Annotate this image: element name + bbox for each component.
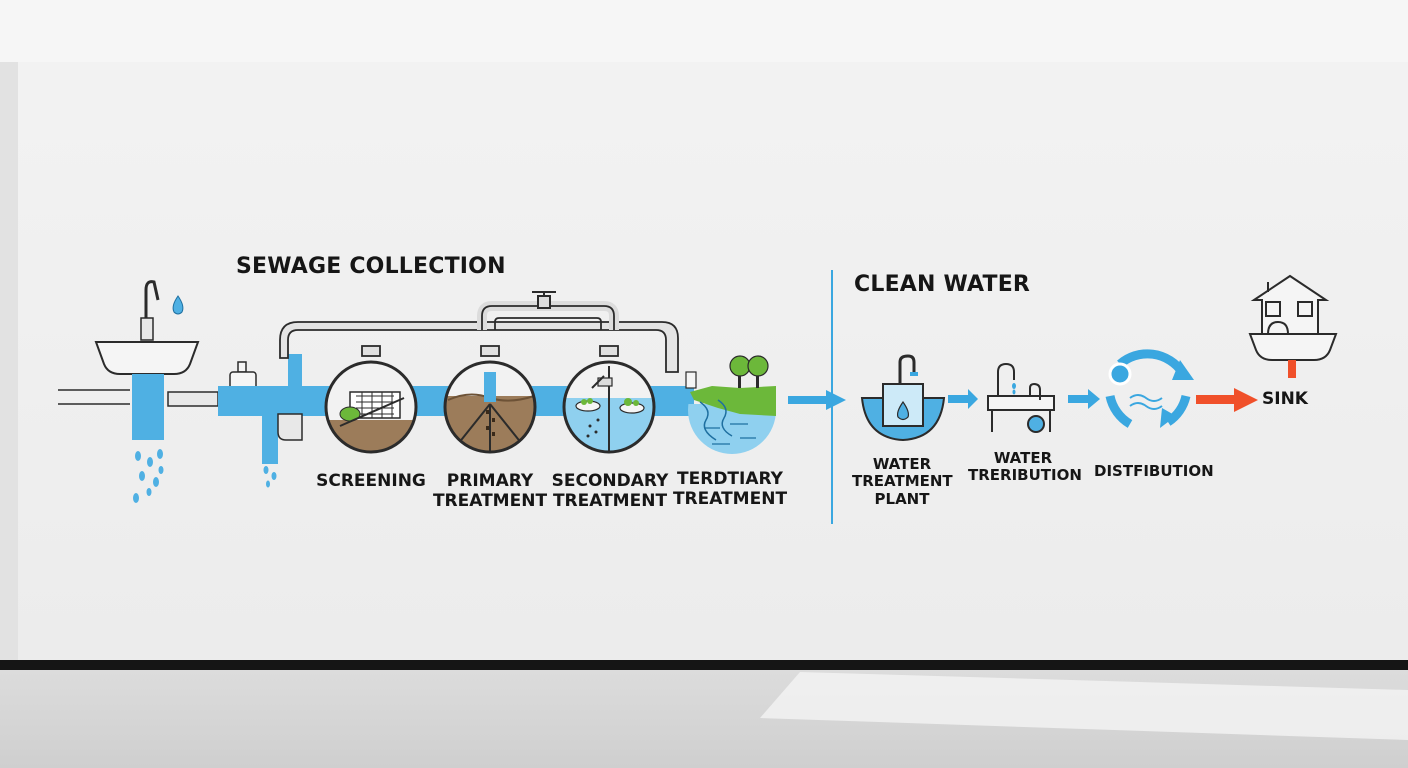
inlet-pipes bbox=[58, 389, 219, 407]
stage-label-line: TREATMENT bbox=[672, 488, 788, 509]
water-drop-icon bbox=[172, 295, 184, 315]
clean-water-heading: CLEAN WATER bbox=[854, 272, 1031, 297]
house-icon bbox=[1248, 274, 1338, 361]
flow-arrow bbox=[788, 390, 846, 410]
stage-label-tertiary: TERDTIARY TREATMENT bbox=[672, 469, 788, 509]
flow-arrow bbox=[1068, 389, 1100, 409]
faucet-tank-icon bbox=[860, 354, 946, 442]
stage-label-secondary: SECONDARY TREATMENT bbox=[550, 471, 670, 511]
water-drops bbox=[1012, 383, 1016, 395]
faucet-icon bbox=[140, 280, 160, 341]
stage-label-line: PRIMARY bbox=[446, 471, 534, 491]
stage-label-line: TREATMENT bbox=[552, 490, 668, 511]
stage-label-sink: SINK bbox=[1262, 389, 1318, 410]
stage-label-line: TRERIBUTION bbox=[968, 466, 1082, 485]
stage-label-line: TERDTIARY bbox=[677, 469, 783, 489]
stage-label-line: WATER bbox=[993, 449, 1053, 467]
stage-label-line: SINK bbox=[1262, 389, 1308, 409]
stage-label-line: SCREENING bbox=[316, 471, 426, 491]
stage-label-distfibution: DISTFIBUTION bbox=[1094, 462, 1214, 480]
left-wall bbox=[0, 0, 18, 676]
stage-label-line: DISTFIBUTION bbox=[1094, 462, 1214, 480]
tap-icon bbox=[987, 362, 1055, 433]
stage-label-screening: SCREENING bbox=[316, 471, 426, 492]
baseboard bbox=[0, 660, 1408, 670]
drain-pipe bbox=[1288, 360, 1296, 378]
stage-label-line: SECONDARY bbox=[551, 471, 669, 491]
drain-stream bbox=[132, 406, 164, 440]
stage-label-water-treatment-plant: WATER TREATMENT PLANT bbox=[852, 455, 953, 508]
stage-label-line: PLANT bbox=[874, 489, 930, 508]
ceiling-shadow bbox=[0, 0, 1408, 62]
stage-label-water-treribution: WATER TRERIBUTION bbox=[968, 449, 1082, 485]
stage-label-line: TREATMENT bbox=[852, 472, 953, 491]
recycle-arrows-icon bbox=[1105, 349, 1194, 428]
stage-label-primary: PRIMARY TREATMENT bbox=[430, 471, 550, 511]
tree-icon bbox=[729, 355, 769, 388]
drip-drops bbox=[133, 449, 164, 503]
sink-arrow bbox=[1196, 388, 1258, 412]
pipe-drops bbox=[263, 466, 277, 488]
stage-label-line: WATER bbox=[872, 455, 932, 473]
sewage-collection-heading: SEWAGE COLLECTION bbox=[236, 254, 506, 279]
flow-arrow bbox=[948, 389, 978, 409]
floor-light-patch bbox=[760, 672, 1408, 740]
wall bbox=[0, 0, 1408, 662]
valve-icon bbox=[532, 291, 556, 309]
stage-label-line: TREATMENT bbox=[432, 490, 548, 511]
